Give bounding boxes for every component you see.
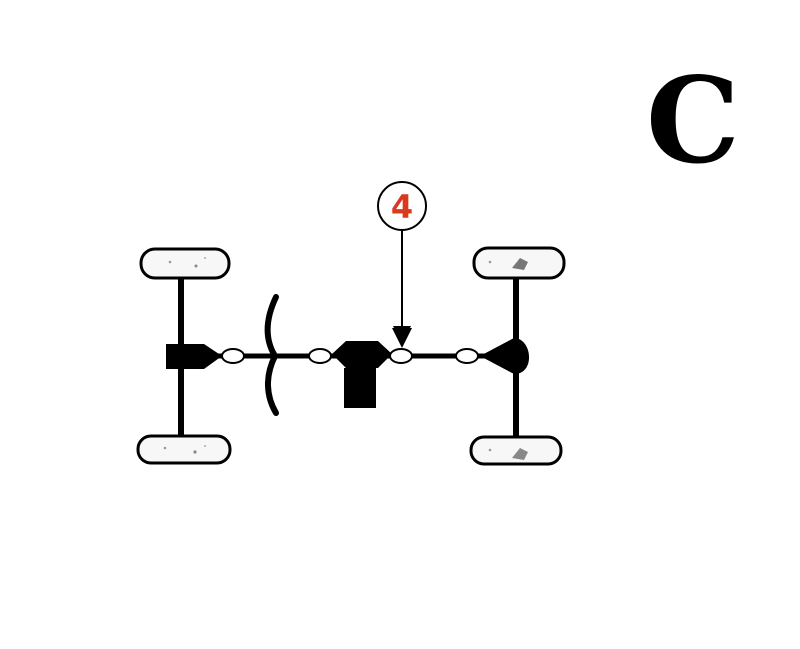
wheel-front-right	[136, 434, 232, 465]
wheel-rear-right	[469, 435, 563, 466]
rear-differential	[480, 338, 530, 374]
clutch-disc	[264, 294, 279, 416]
panel-label: C	[646, 51, 740, 190]
transmission	[332, 341, 392, 408]
callout-number: 4	[391, 188, 413, 226]
u-joint-2	[308, 348, 332, 364]
u-joint-4	[455, 348, 479, 364]
u-joint-3	[389, 348, 413, 364]
wheel-front-left	[139, 247, 231, 280]
callout-4: 4	[377, 181, 427, 348]
wheel-rear-left	[472, 246, 566, 280]
u-joint-1	[221, 348, 245, 364]
engine-block	[166, 344, 222, 369]
